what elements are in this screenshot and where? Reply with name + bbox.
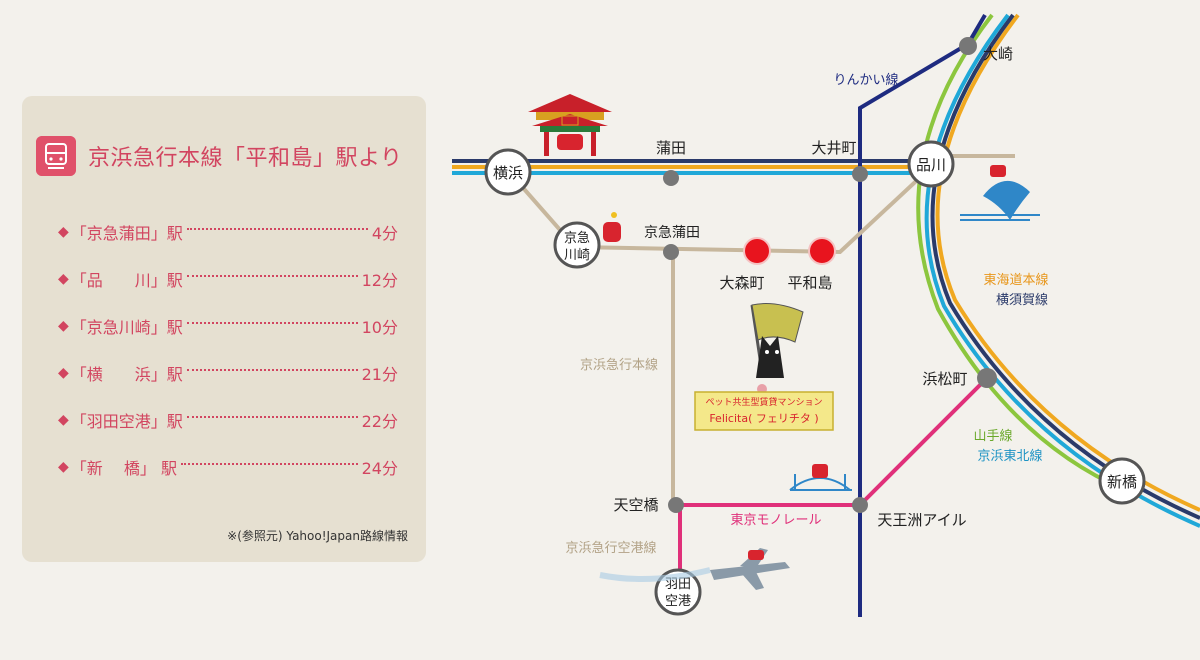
- route-minutes: 4分: [371, 223, 398, 243]
- line-label-monorail: 東京モノレール: [730, 512, 821, 528]
- line-label-yokosuka: 横須賀線: [996, 292, 1048, 308]
- station-dot-omorimachi: [743, 237, 771, 265]
- leader-dots: [186, 369, 358, 371]
- line-label-keikyu-main: 京浜急行本線: [580, 357, 658, 373]
- route-minutes: 21分: [361, 364, 398, 384]
- station-label-kawasaki-1: 京急: [564, 231, 590, 246]
- station-label-tennozu: 天王洲アイル: [877, 511, 966, 529]
- station-dot-kamata: [663, 170, 679, 186]
- line-label-keihin-tohoku: 京浜東北線: [977, 448, 1042, 464]
- diamond-bullet-icon: ◆: [58, 364, 69, 381]
- station-label-oimachi: 大井町: [811, 139, 856, 157]
- dolphin-icon: [960, 165, 1040, 221]
- diamond-bullet-icon: ◆: [58, 317, 69, 334]
- route-minutes: 24分: [361, 458, 398, 478]
- panel-title: 京浜急行本線「平和島」駅より: [88, 146, 403, 171]
- leader-dots: [186, 275, 358, 277]
- route-item: ◆「横 浜」駅 21分: [58, 349, 398, 396]
- route-item: ◆「京急川崎」駅 10分: [58, 302, 398, 349]
- station-label-heiwajima: 平和島: [787, 274, 832, 292]
- route-station-name: 「羽田空港」駅: [70, 411, 183, 431]
- property-sign: [694, 391, 834, 431]
- airplane-icon: [599, 548, 790, 590]
- line-label-tokaido: 東海道本線: [983, 272, 1048, 288]
- panel-header: 京浜急行本線「平和島」駅より: [36, 136, 403, 176]
- tokaido-line: [935, 13, 1200, 512]
- rinkai-line: [858, 13, 987, 617]
- route-item: ◆「京急蒲田」駅 4分: [58, 208, 398, 255]
- station-dot-oimachi: [852, 166, 868, 182]
- route-minutes: 10分: [361, 317, 398, 337]
- station-label-shimbashi: 新橋: [1107, 473, 1137, 491]
- route-item: ◆「新 橋」 駅 24分: [58, 443, 398, 490]
- station-label-tenkubashi: 天空橋: [613, 496, 658, 514]
- station-label-kawasaki-2: 川崎: [564, 248, 590, 263]
- diamond-bullet-icon: ◆: [58, 411, 69, 428]
- station-label-yokohama: 横浜: [493, 164, 523, 182]
- station-circle-shimbashi: [1098, 457, 1146, 505]
- chinatown-gate-icon: [528, 94, 612, 156]
- leader-dots: [186, 416, 358, 418]
- yamanote-line: [916, 13, 1126, 492]
- route-station-name: 「横 浜」駅: [70, 364, 183, 384]
- station-dot-tennozu: [852, 497, 868, 513]
- property-label-type: ペット共生型賃貸マンション: [705, 396, 822, 408]
- monorail-line: [678, 376, 989, 590]
- station-dot-osaki: [959, 37, 977, 55]
- station-label-omorimachi: 大森町: [719, 274, 764, 292]
- station-label-keikyu-kamata: 京急蒲田: [644, 225, 700, 241]
- station-label-haneda-2: 空港: [665, 594, 691, 609]
- keikyu-main-line: [508, 168, 930, 255]
- route-station-name: 「京急蒲田」駅: [70, 223, 183, 243]
- bridge-icon: [789, 464, 852, 491]
- line-label-rinkai: りんかい線: [833, 72, 898, 88]
- route-station-name: 「京急川崎」駅: [70, 317, 183, 337]
- leader-dots: [186, 322, 358, 324]
- station-circle-shinagawa: [907, 140, 955, 188]
- line-label-yamanote: 山手線: [973, 428, 1012, 444]
- station-dot-tenkubashi: [668, 497, 684, 513]
- diamond-bullet-icon: ◆: [58, 458, 69, 475]
- diamond-bullet-icon: ◆: [58, 270, 69, 287]
- mascot-kawasaki-icon: [603, 212, 621, 242]
- station-label-shinagawa: 品川: [916, 156, 946, 174]
- station-label-kamata: 蒲田: [656, 139, 686, 157]
- station-dot-heiwajima: [808, 237, 836, 265]
- station-label-osaki: 大崎: [983, 45, 1013, 63]
- leader-dots: [180, 463, 358, 465]
- route-item: ◆「羽田空港」駅 22分: [58, 396, 398, 443]
- station-circle-yokohama: [484, 148, 532, 196]
- yokosuka-line: [930, 13, 1200, 520]
- property-label-name: Felicita( フェリチタ ): [709, 412, 818, 425]
- route-station-name: 「品 川」駅: [70, 270, 183, 290]
- source-note: ※(参照元) Yahoo!Japan路線情報: [227, 529, 408, 543]
- route-minutes: 22分: [361, 411, 398, 431]
- train-icon: [36, 136, 76, 176]
- route-item: ◆「品 川」駅 12分: [58, 255, 398, 302]
- route-station-name: 「新 橋」 駅: [70, 458, 177, 478]
- station-circle-kawasaki: [553, 221, 601, 269]
- diamond-bullet-icon: ◆: [58, 223, 69, 240]
- station-dot-hamamatsucho: [977, 368, 997, 388]
- leader-dots: [186, 228, 368, 230]
- station-label-haneda-1: 羽田: [665, 577, 691, 592]
- route-minutes: 12分: [361, 270, 398, 290]
- station-dot-keikyu-kamata: [663, 244, 679, 260]
- line-label-keikyu-airport: 京浜急行空港線: [565, 540, 656, 556]
- station-circle-haneda: [654, 568, 702, 616]
- station-label-hamamatsucho: 浜松町: [922, 370, 967, 388]
